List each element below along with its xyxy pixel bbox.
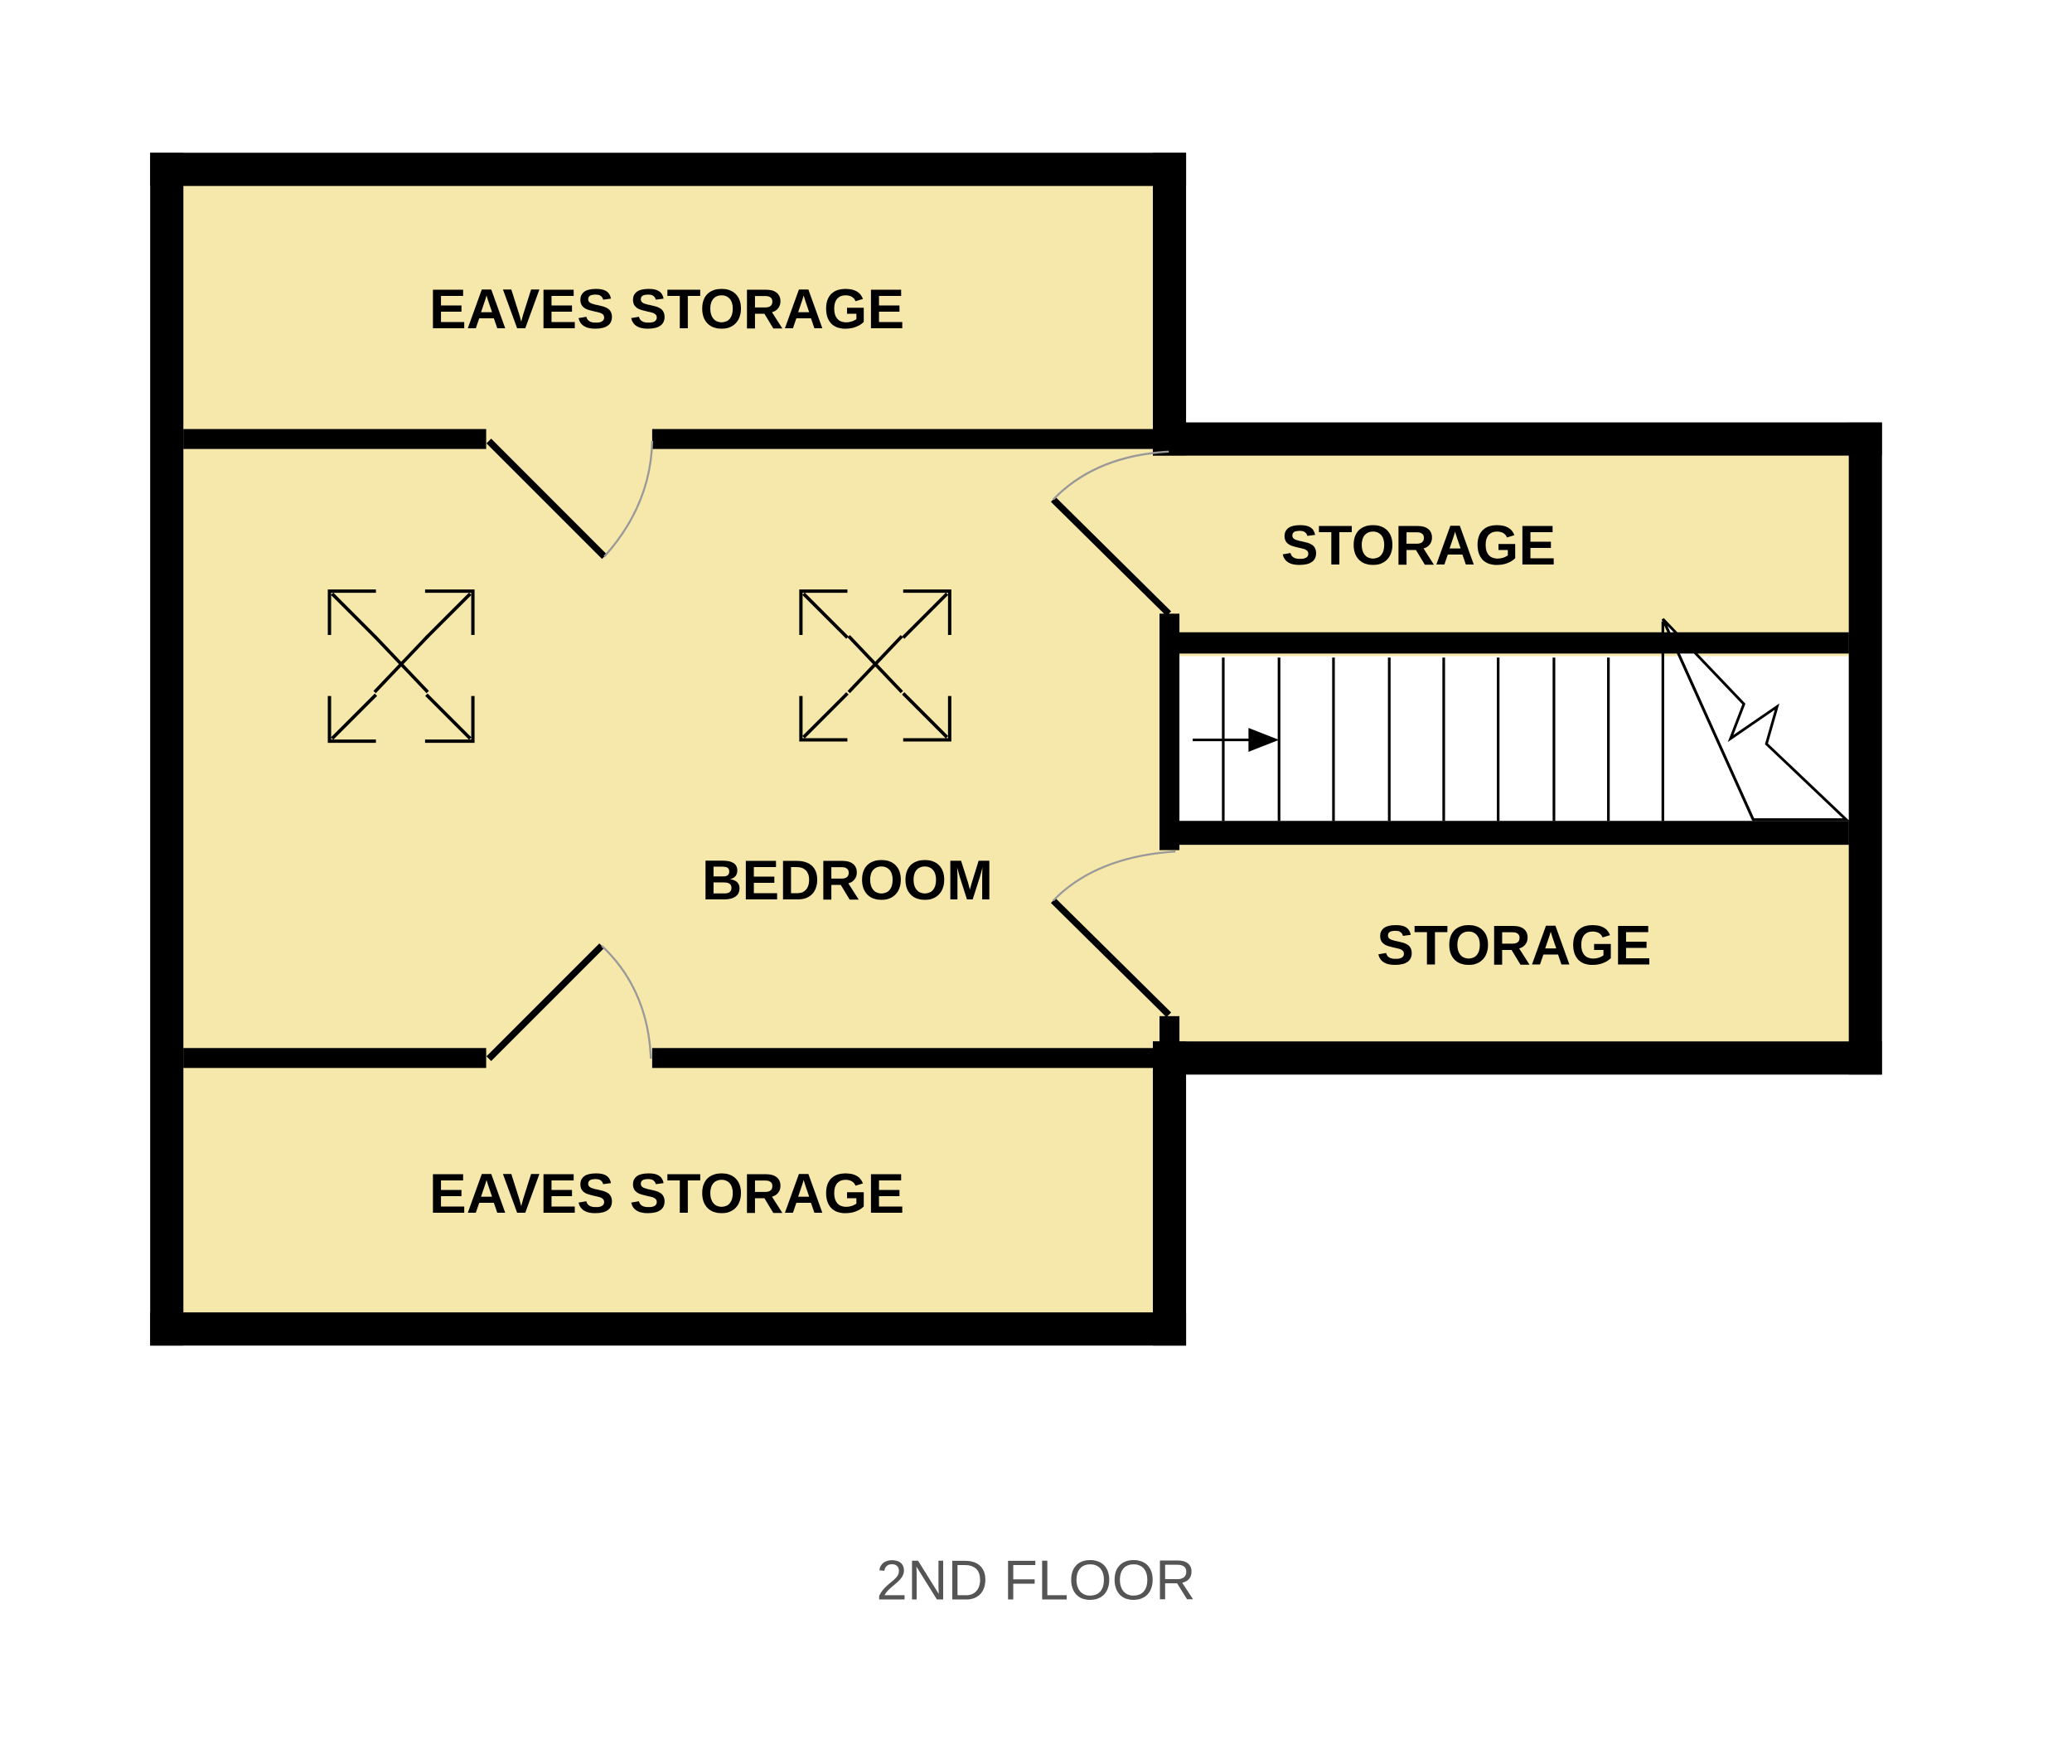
stairs: [1169, 618, 1850, 821]
room-label-eaves-top: EAVES STORAGE: [429, 279, 904, 341]
door-storage-top: [1051, 450, 1172, 617]
floor-label: 2ND FLOOR: [876, 1549, 1195, 1611]
room-label-storage-top: STORAGE: [1281, 515, 1556, 577]
door-eaves-bottom: [486, 943, 652, 1061]
room-label-bedroom: BEDROOM: [702, 850, 993, 912]
door-storage-bottom: [1051, 850, 1176, 1018]
stair-direction-arrow-icon: [1193, 728, 1280, 752]
doors: [486, 439, 1176, 1061]
walls: [150, 153, 1882, 1346]
skylight-icon: [799, 589, 951, 742]
door-eaves-top: [486, 439, 654, 560]
stair-break-icon: [1661, 618, 1850, 821]
room-label-eaves-bottom: EAVES STORAGE: [429, 1163, 904, 1225]
skylight-icon: [327, 589, 475, 744]
room-label-storage-bottom: STORAGE: [1377, 914, 1652, 976]
